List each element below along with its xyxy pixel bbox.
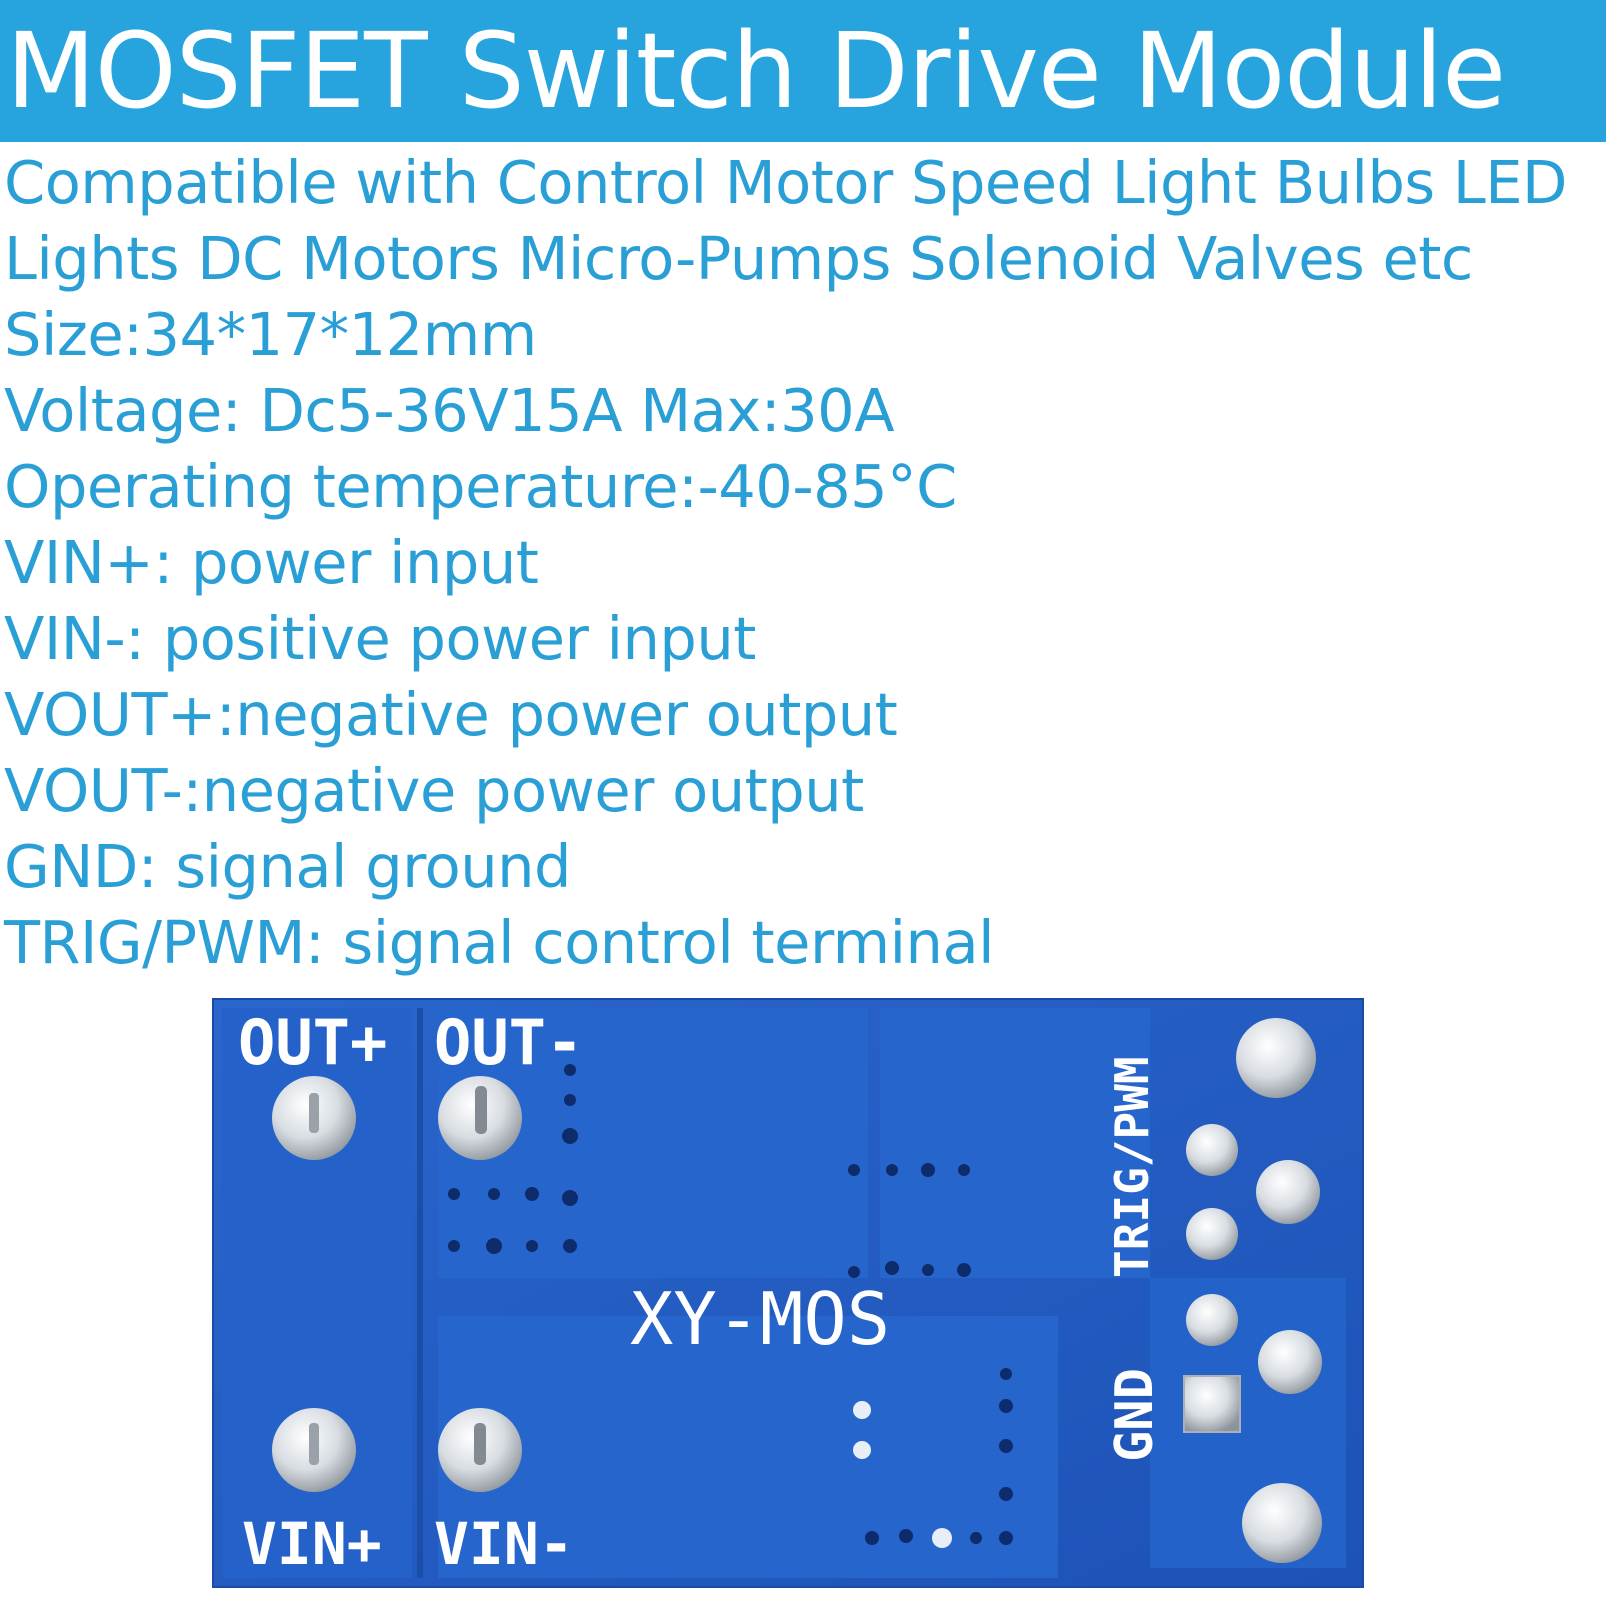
pad-out-minus bbox=[438, 1076, 522, 1160]
label-vin-minus: VIN- bbox=[434, 1510, 574, 1578]
label-gnd: GND bbox=[1105, 1368, 1165, 1462]
pad-vin-plus bbox=[272, 1408, 356, 1492]
spec-list: Compatible with Control Motor Speed Ligh… bbox=[4, 145, 1604, 981]
pad-trig-1 bbox=[1186, 1124, 1238, 1176]
spec-voltage: Voltage: Dc5-36V15A Max:30A bbox=[4, 376, 895, 445]
spec-temperature: Operating temperature:-40-85°C bbox=[4, 452, 957, 521]
pad-trig-3 bbox=[1256, 1160, 1320, 1224]
title-banner: MOSFET Switch Drive Module bbox=[0, 0, 1606, 142]
mount-hole-bottom bbox=[1242, 1483, 1322, 1563]
pad-trig-2 bbox=[1186, 1208, 1238, 1260]
spec-vin-minus: VIN-: positive power input bbox=[4, 604, 756, 673]
pad-vin-minus bbox=[438, 1408, 522, 1492]
pad-gnd-1 bbox=[1186, 1294, 1238, 1346]
mount-hole-top bbox=[1236, 1018, 1316, 1098]
label-out-plus: OUT+ bbox=[238, 1006, 387, 1079]
copper-vin-minus bbox=[438, 1316, 1058, 1578]
pad-gnd-2 bbox=[1258, 1330, 1322, 1394]
spec-trig-pwm: TRIG/PWM: signal control terminal bbox=[4, 908, 995, 977]
spec-compatibility-2: Lights DC Motors Micro-Pumps Solenoid Va… bbox=[4, 224, 1473, 293]
label-trig-pwm: TRIG/PWM bbox=[1105, 1056, 1159, 1278]
pad-gnd-square bbox=[1183, 1375, 1241, 1433]
spec-vout-minus: VOUT-:negative power output bbox=[4, 756, 864, 825]
pad-out-plus bbox=[272, 1076, 356, 1160]
spec-vout-plus: VOUT+:negative power output bbox=[4, 680, 898, 749]
spec-size: Size:34*17*12mm bbox=[4, 300, 537, 369]
spec-gnd: GND: signal ground bbox=[4, 832, 571, 901]
vias bbox=[448, 1064, 1013, 1545]
label-out-minus: OUT- bbox=[434, 1006, 583, 1079]
spec-vin-plus: VIN+: power input bbox=[4, 528, 539, 597]
spec-compatibility-1: Compatible with Control Motor Speed Ligh… bbox=[4, 148, 1567, 217]
label-model: XY-MOS bbox=[630, 1277, 890, 1361]
copper-right-top bbox=[880, 1008, 1150, 1278]
white-vias bbox=[853, 1401, 952, 1548]
label-vin-plus: VIN+ bbox=[242, 1510, 382, 1578]
pcb-board-photo: OUT+ OUT- VIN+ VIN- XY-MOS TRIG/PWM GND bbox=[212, 998, 1364, 1588]
banner-title: MOSFET Switch Drive Module bbox=[6, 10, 1506, 132]
